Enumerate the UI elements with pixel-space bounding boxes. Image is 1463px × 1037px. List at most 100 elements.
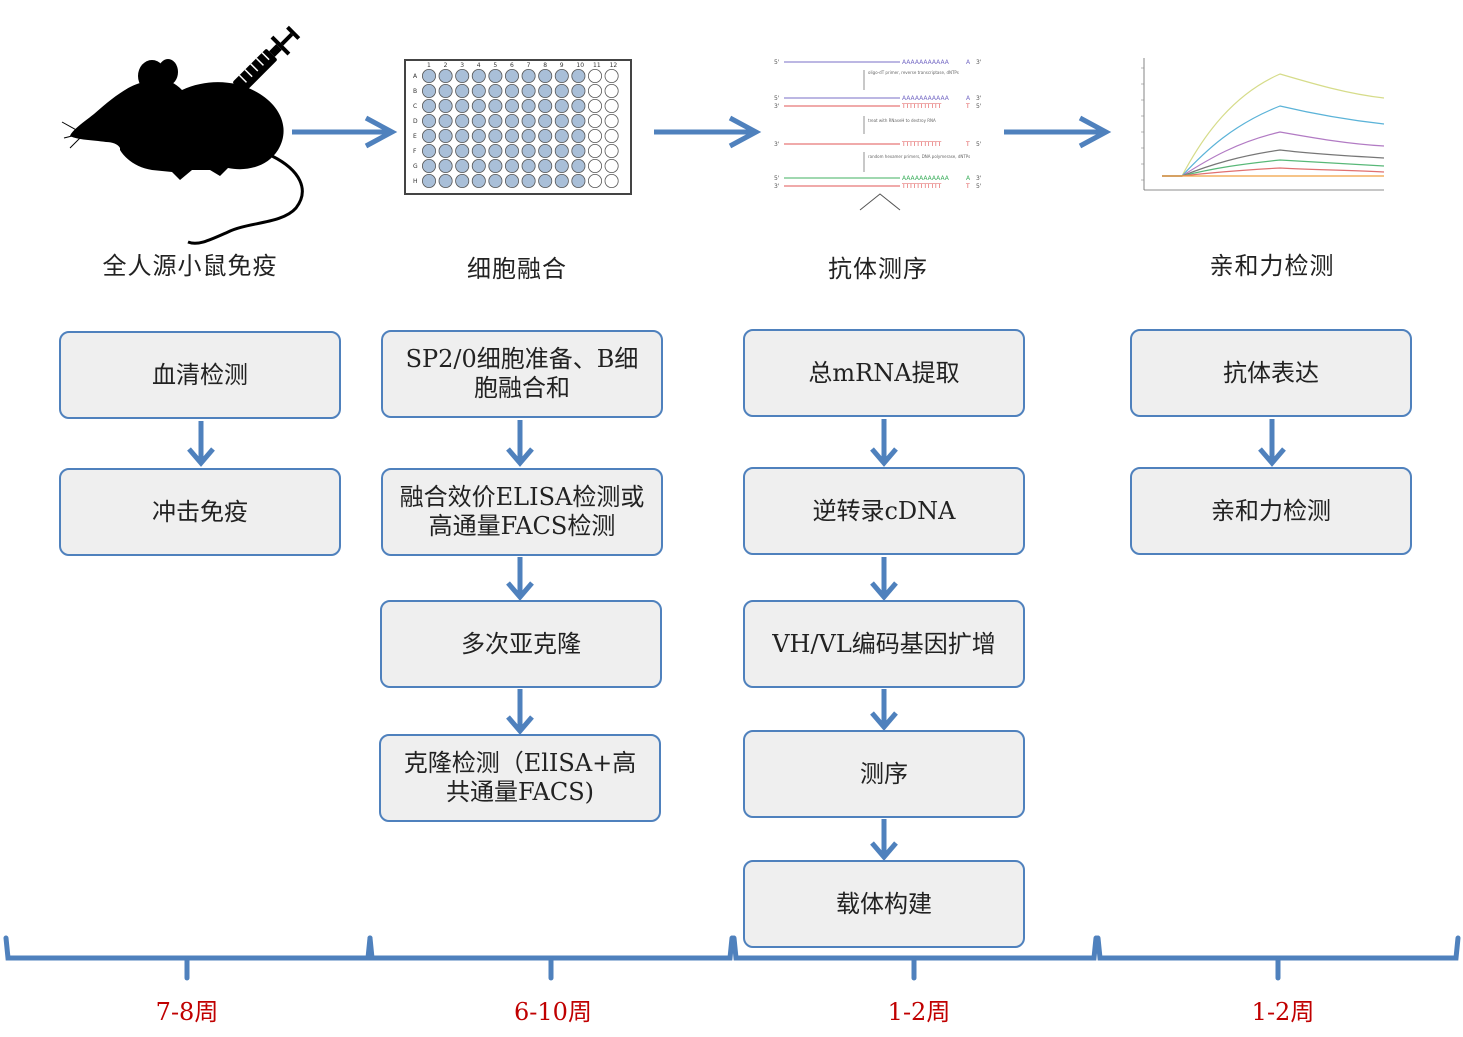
plate-well	[521, 129, 536, 144]
plate-col-label: 6	[510, 62, 514, 69]
plate-row-label: H	[413, 178, 418, 185]
plate-well	[488, 129, 503, 144]
plate-col-label: 1	[427, 62, 431, 69]
step-vector-construction: 载体构建	[743, 860, 1025, 948]
plate-well	[604, 144, 619, 159]
seq-a-end-row1: A	[966, 59, 971, 66]
plate-well	[471, 129, 486, 144]
step-antibody-expression: 抗体表达	[1130, 329, 1412, 417]
plate-well	[571, 99, 586, 114]
plate-well	[521, 159, 536, 174]
plate-well	[521, 174, 536, 189]
plate-well	[455, 83, 470, 98]
plate-well	[604, 114, 619, 129]
plate-well	[421, 174, 436, 189]
plate-well	[488, 114, 503, 129]
plate-well	[438, 114, 453, 129]
plate-well	[571, 83, 586, 98]
plate-well	[538, 129, 553, 144]
plate-well	[571, 144, 586, 159]
plate-row-label: G	[413, 163, 418, 170]
plate-well	[505, 159, 520, 174]
plate-well	[604, 174, 619, 189]
timeline-bracket-2	[367, 935, 735, 981]
plate-well	[587, 129, 602, 144]
seq-poly-a-row2: AAAAAAAAAAA	[902, 95, 950, 102]
plate-well	[488, 159, 503, 174]
plate-well	[488, 99, 503, 114]
step-affinity-test: 亲和力检测	[1130, 467, 1412, 555]
plate-well	[587, 68, 602, 83]
plate-well	[421, 99, 436, 114]
plate-col-label: 4	[477, 62, 481, 69]
plate-well	[455, 129, 470, 144]
plate-col-label: 8	[543, 62, 547, 69]
plate-well	[571, 68, 586, 83]
seq-t-end-row3: T	[965, 141, 970, 148]
step-sequencing: 测序	[743, 730, 1025, 818]
seq-poly-t-row4: TTTTTTTTTTT	[901, 183, 942, 190]
seq-note-step3: random hexamer primers, DNA polymerase, …	[868, 154, 970, 159]
plate-well	[587, 174, 602, 189]
weeks-label-fusion: 6-10周	[514, 998, 592, 1026]
seq-label-3-row1: 3'	[976, 59, 982, 66]
seq-note-step2: treat with RNaseH to destroy RNA	[868, 118, 936, 123]
timeline-bracket-1	[3, 935, 373, 981]
plate-well	[554, 129, 569, 144]
plate-well	[421, 68, 436, 83]
plate-well	[554, 114, 569, 129]
plate-well	[538, 68, 553, 83]
plate-well	[438, 174, 453, 189]
plate-well	[587, 83, 602, 98]
seq-note-step1: oligo-dT primer, reverse transcriptase, …	[868, 70, 959, 75]
plate-well	[554, 68, 569, 83]
plate-well	[604, 129, 619, 144]
plate-well	[604, 83, 619, 98]
plate-well	[455, 174, 470, 189]
plate-well	[505, 174, 520, 189]
plate-well	[455, 99, 470, 114]
plate-well	[505, 83, 520, 98]
plate-well	[554, 99, 569, 114]
plate-well	[571, 129, 586, 144]
plate-col-label: 9	[560, 62, 564, 69]
plate-well	[488, 144, 503, 159]
plate-well	[455, 159, 470, 174]
plate-well	[421, 129, 436, 144]
weeks-label-affinity: 1-2周	[1251, 998, 1315, 1026]
seq-label-3-row2: 3'	[976, 95, 982, 102]
plate-well	[488, 174, 503, 189]
plate-row-label: C	[413, 103, 417, 110]
plate-well	[455, 68, 470, 83]
sequencing-schematic: 5' AAAAAAAAAAA A 3' oligo-dT primer, rev…	[772, 54, 988, 214]
plate-col-label: 5	[493, 62, 497, 69]
plate-well	[488, 68, 503, 83]
plate-well	[571, 174, 586, 189]
plate-row-label: A	[413, 73, 418, 80]
plate-well	[538, 83, 553, 98]
seq-label-3-row4: 3'	[976, 175, 982, 182]
seq-a-end-row2: A	[966, 95, 971, 102]
mouse-syringe-icon	[61, 25, 304, 245]
step-vh-vl-amplification: VH/VL编码基因扩增	[743, 600, 1025, 688]
plate-well	[538, 114, 553, 129]
plate-well	[421, 144, 436, 159]
plate-well	[604, 68, 619, 83]
seq-poly-t-row3: TTTTTTTTTTT	[901, 141, 942, 148]
timeline-bracket-4	[1095, 935, 1461, 981]
plate-col-label: 10	[576, 62, 584, 69]
step-subcloning: 多次亚克隆	[380, 600, 662, 688]
plate-well	[471, 83, 486, 98]
plate-well	[438, 159, 453, 174]
plate-well	[505, 144, 520, 159]
seq-poly-a-row4: AAAAAAAAAAA	[902, 175, 950, 182]
plate-well	[421, 159, 436, 174]
plate-row-label: B	[413, 88, 417, 95]
top-arrow-3	[1004, 115, 1112, 149]
plate-well	[571, 114, 586, 129]
step-reverse-transcription: 逆转录cDNA	[743, 467, 1025, 555]
plate-well	[587, 114, 602, 129]
plate-row-label: D	[413, 118, 418, 125]
plate-well	[554, 174, 569, 189]
